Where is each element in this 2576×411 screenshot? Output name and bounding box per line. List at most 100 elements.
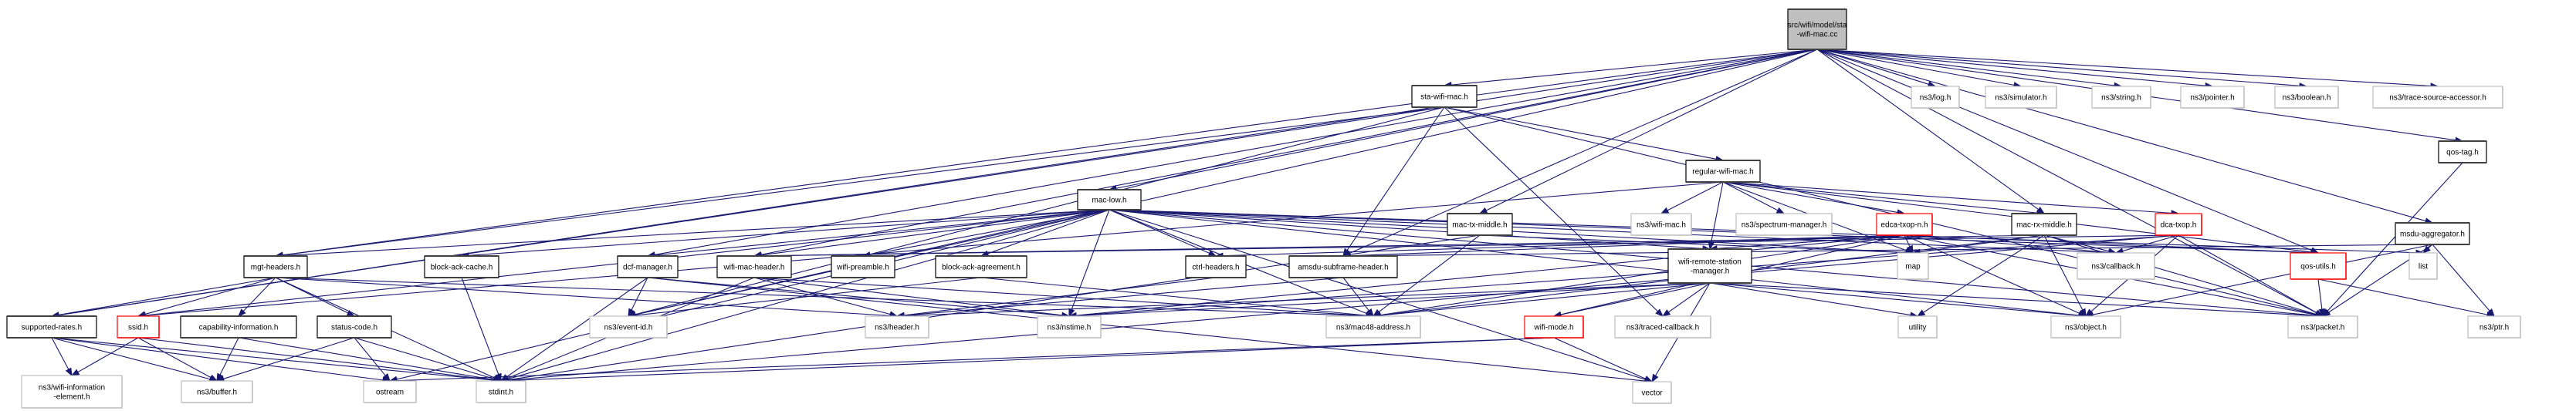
edge-mac_low_h-to-block_ack_agreement_h — [987, 209, 1110, 254]
node-header-h: ns3/header.h — [865, 315, 929, 339]
node-mac-rx-middle-h[interactable]: mac-rx-middle.h — [2011, 213, 2077, 236]
node-border-accent — [1686, 160, 1760, 183]
node-shadow — [2182, 87, 2245, 109]
node-shadow — [182, 382, 253, 403]
node-shadow — [1327, 317, 1421, 339]
node-wifi-mac-header-h[interactable]: wifi-mac-header.h — [716, 255, 792, 278]
node-box — [1325, 315, 1421, 339]
node-border-accent — [1078, 189, 1141, 211]
node-mac-low-h[interactable]: mac-low.h — [1077, 189, 1142, 211]
node-mac-tx-middle-h[interactable]: mac-tx-middle.h — [1447, 213, 1513, 236]
node-box — [617, 255, 679, 278]
node-label: ns3/trace-source-accessor.h — [2389, 94, 2486, 103]
node-capability-information-h[interactable]: capability-information.h — [180, 315, 297, 339]
node-dca-txop-h[interactable]: dca-txop.h — [2155, 213, 2202, 236]
node-border-accent — [2439, 140, 2486, 163]
node-shadow — [118, 317, 160, 339]
node-box — [1897, 252, 1929, 280]
node-ctrl-headers-h[interactable]: ctrl-headers.h — [1185, 255, 1247, 278]
edge-block_ack_agreement_h-to-event_id_h — [635, 277, 982, 316]
node-label: regular-wifi-mac.h — [1692, 168, 1753, 177]
node-shadow — [2078, 254, 2155, 280]
arrowhead-icon — [1660, 207, 1670, 214]
edge-msdu_aggregator_h-to-ptr_h — [2432, 244, 2490, 312]
node-border-accent — [1668, 248, 1752, 284]
node-block-ack-cache-h[interactable]: block-ack-cache.h — [424, 255, 499, 278]
edge-qos_utils_h-to-ptr_h — [2317, 278, 2488, 315]
edge-ssid_h-to-wifi_information_element_h — [77, 337, 139, 373]
node-label: mac-tx-middle.h — [1452, 221, 1507, 230]
node-regular-wifi-mac-h[interactable]: regular-wifi-mac.h — [1685, 160, 1761, 183]
edge-msdu_aggregator_h-to-object_h — [2092, 244, 2433, 315]
node-wifi-preamble-h[interactable]: wifi-preamble.h — [831, 255, 895, 278]
edge-dcf_manager_h-to-event_id_h — [631, 277, 648, 311]
node-block-ack-agreement-h[interactable]: block-ack-agreement.h — [935, 255, 1027, 278]
node-box — [1897, 315, 1938, 339]
node-border-accent — [1289, 255, 1397, 278]
edge-wrsm_h-to-nstime_h — [1075, 282, 1711, 317]
node-label: -wifi-mac.cc — [1797, 31, 1838, 39]
node-qos-utils-h[interactable]: qos-utils.h — [2290, 252, 2347, 280]
node-label: ns3/boolean.h — [2283, 94, 2331, 103]
node-shadow — [22, 376, 123, 409]
node-border-accent — [717, 255, 791, 278]
node-label: -manager.h — [1691, 268, 1730, 276]
node-border-accent — [1447, 213, 1512, 236]
node-supported-rates-h[interactable]: supported-rates.h — [6, 315, 97, 339]
node-wrsm-h[interactable]: wifi-remote-station-manager.h — [1667, 248, 1752, 284]
node-edca-txop-n-h[interactable]: edca-txop-n.h — [1876, 213, 1933, 236]
arrowhead-icon — [1661, 309, 1671, 317]
node-qos-tag-h[interactable]: qos-tag.h — [2438, 140, 2487, 163]
arrowhead-icon — [1916, 309, 1926, 317]
edge-mac_low_h-to-ostream — [396, 209, 1110, 380]
node-label: ns3/log.h — [1920, 94, 1951, 103]
edge-supported_rates_h-to-wifi_information_element_h — [51, 337, 69, 370]
edge-sta_wifi_mac_h-to-supported_rates_h — [58, 106, 1445, 316]
node-shadow — [2291, 254, 2347, 280]
node-shadow — [364, 382, 417, 403]
node-sta-wifi-mac-h[interactable]: sta-wifi-mac.h — [1411, 85, 1478, 108]
node-packet-h: ns3/packet.h — [2287, 315, 2358, 339]
edge-block_ack_agreement_h-to-mac48_address_h — [980, 277, 1367, 316]
node-label: block-ack-cache.h — [431, 264, 493, 272]
node-label: ostream — [376, 389, 404, 397]
edge-mgt_headers_h-to-mac48_address_h — [275, 277, 1367, 317]
edge-regular_wifi_mac_h-to-edca_txop_n_h — [1722, 181, 1898, 213]
node-border-accent — [425, 255, 499, 278]
node-ssid-h[interactable]: ssid.h — [117, 315, 160, 339]
edge-mgt_headers_h-to-supported_rates_h — [58, 277, 276, 316]
node-dcf-manager-h[interactable]: dcf-manager.h — [617, 255, 679, 278]
node-msdu-aggregator-h[interactable]: msdu-aggregator.h — [2395, 222, 2470, 245]
edge-msdu_aggregator_h-to-amsdu_subframe_header_h — [1349, 244, 2433, 257]
node-border-accent — [1788, 8, 1847, 50]
node-mgt-headers-h[interactable]: mgt-headers.h — [243, 255, 308, 278]
node-box — [1037, 315, 1102, 339]
edge-root-to-string_h — [1816, 49, 2115, 86]
node-pointer-h: ns3/pointer.h — [2180, 86, 2245, 109]
node-border-accent — [317, 315, 391, 339]
node-status-code-h[interactable]: status-code.h — [316, 315, 392, 339]
edge-ssid_h-to-stdint_h — [137, 337, 495, 381]
edge-supported_rates_h-to-stdint_h — [51, 337, 495, 381]
edge-mac_low_h-to-qos_utils_h — [1109, 209, 2312, 254]
arrowhead-icon — [1651, 373, 1659, 383]
node-shadow — [1737, 214, 1833, 236]
edge-sta_wifi_mac_h-to-regular_wifi_mac_h — [1444, 106, 1717, 160]
node-label: ns3/traced-callback.h — [1627, 324, 1700, 332]
edge-wrsm_h-to-traced_callback_h — [1668, 282, 1711, 313]
node-border-accent — [2395, 222, 2469, 245]
edge-qos_tag_h-to-packet_h — [2327, 162, 2463, 312]
node-spectrum-manager-h: ns3/spectrum-manager.h — [1735, 213, 1833, 236]
node-root[interactable]: src/wifi/model/sta-wifi-mac.cc — [1787, 8, 1847, 50]
edge-wrsm_h-to-header_h — [903, 282, 1711, 317]
arrowhead-icon — [1655, 308, 1664, 317]
node-label: ns3/wifi-mac.h — [1637, 221, 1686, 230]
node-amsdu-subframe-header-h[interactable]: amsdu-subframe-header.h — [1288, 255, 1398, 278]
edge-wifi_mac_header_h-to-mac48_address_h — [753, 277, 1367, 316]
edge-sta_wifi_mac_h-to-packet_h — [1444, 106, 2317, 315]
node-wifi-mode-h[interactable]: wifi-mode.h — [1524, 315, 1584, 339]
node-box — [1876, 213, 1933, 236]
edge-root-to-msdu_aggregator_h — [1816, 49, 2426, 222]
arrowhead-icon — [65, 367, 73, 377]
edge-sta_wifi_mac_h-to-event_id_h — [635, 106, 1445, 315]
